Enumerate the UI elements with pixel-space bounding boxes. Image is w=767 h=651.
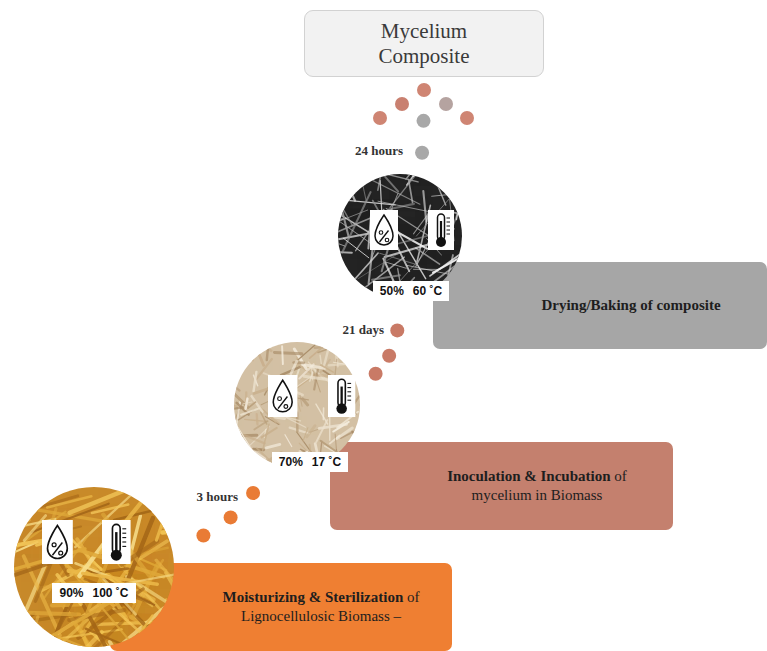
step-photo-circle: 50% 60 ˚C	[338, 174, 462, 298]
step-photo-circle: 90% 100 ˚C	[14, 487, 174, 647]
moisture-value: 70%	[279, 455, 303, 469]
step-band: Inoculation & Incubation of mycelium in …	[330, 442, 673, 530]
temperature-icon	[102, 520, 131, 564]
dotted-connector	[415, 114, 430, 160]
condition-tag: 50% 60 ˚C	[373, 281, 449, 301]
temperature-icon	[328, 375, 355, 417]
condition-tag: 90% 100 ˚C	[52, 583, 135, 603]
result-title: Mycelium Composite	[359, 19, 489, 67]
temperature-icon	[428, 210, 454, 250]
temperature-value: 17 ˚C	[312, 455, 341, 469]
result-box: Mycelium Composite	[304, 10, 544, 77]
moisture-icon	[268, 375, 297, 417]
step-band: Drying/Baking of composite	[433, 262, 767, 349]
temperature-value: 60 ˚C	[413, 284, 442, 298]
moisture-icon	[42, 520, 73, 564]
duration-label: 21 days	[340, 322, 386, 338]
moisture-icon	[370, 210, 398, 250]
step-heading: Drying/Baking of composite	[541, 297, 720, 313]
condition-tag: 70% 17 ˚C	[272, 452, 348, 472]
duration-label: 3 hours	[194, 489, 240, 505]
moisture-value: 90%	[59, 586, 83, 600]
step-illustration	[234, 342, 360, 468]
moisture-value: 50%	[380, 284, 404, 298]
duration-label: 24 hours	[353, 143, 405, 159]
step-heading: Inoculation & Incubation	[447, 468, 610, 484]
temperature-value: 100 ˚C	[93, 586, 129, 600]
step-heading: Moisturizing & Sterilization	[222, 589, 403, 605]
step-illustration	[14, 487, 174, 647]
step-illustration	[338, 174, 462, 298]
step-photo-circle: 70% 17 ˚C	[234, 342, 360, 468]
